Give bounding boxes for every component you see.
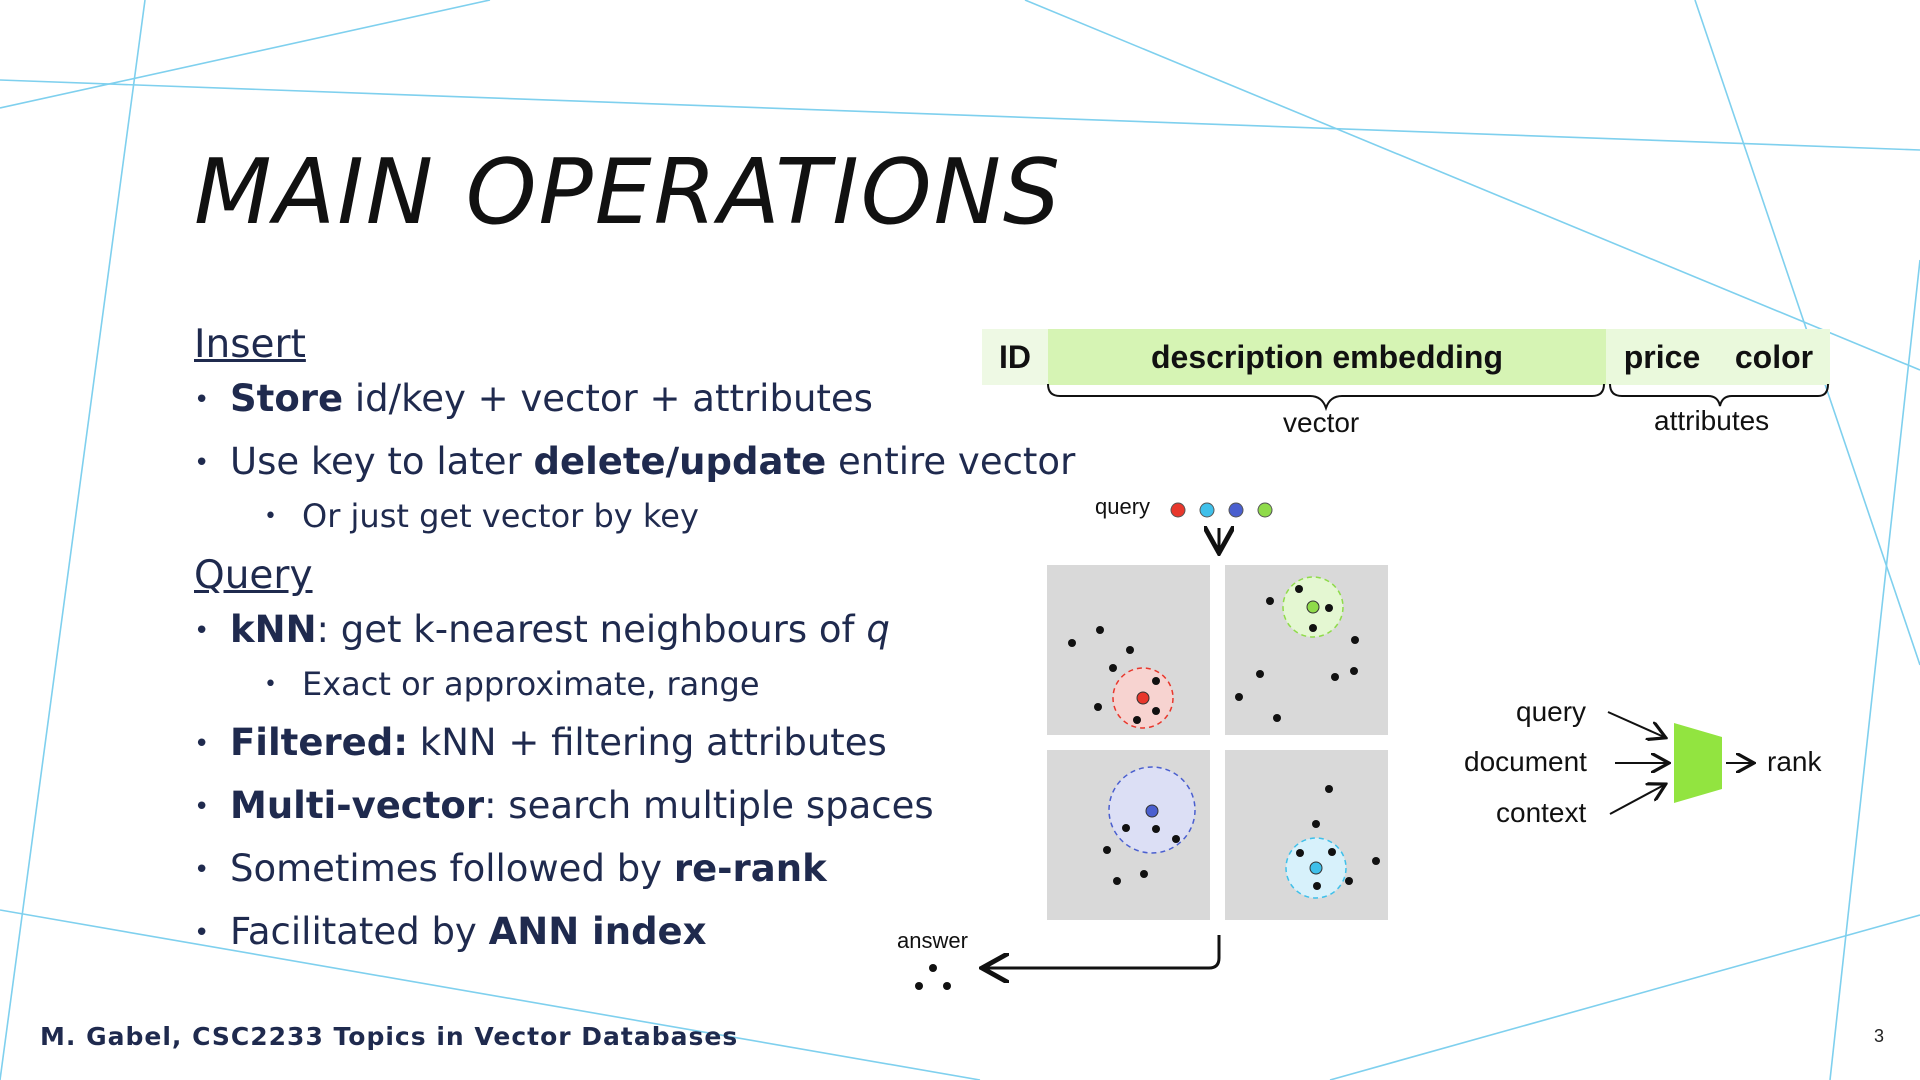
record-cell-price: price	[1606, 329, 1718, 385]
bullet-multi-vector: Multi-vector: search multiple spaces	[194, 784, 1064, 830]
attributes-brace	[1609, 383, 1829, 407]
attributes-label: attributes	[1654, 405, 1770, 436]
rerank-input-context: context	[1496, 797, 1587, 828]
query-heading: Query	[194, 553, 313, 598]
vector-record: ID description embedding price color	[982, 329, 1830, 385]
vector-label: vector	[1283, 407, 1360, 438]
panel-query-red	[1136, 691, 1150, 705]
subbullet-exact-approx: Exact or approximate, range	[194, 665, 1064, 705]
query-point-cyan	[1199, 502, 1215, 518]
rerank-context-arrow	[1609, 785, 1664, 815]
bullet-ann-index: Facilitated by ANN index	[194, 910, 1064, 956]
record-cell-color: color	[1718, 329, 1830, 385]
panel-query-cyan	[1309, 861, 1323, 875]
slide-footer: M. Gabel, CSC2233 Topics in Vector Datab…	[40, 1022, 739, 1051]
vector-brace	[1047, 383, 1605, 412]
bullet-store: Store id/key + vector + attributes	[194, 377, 1064, 423]
insert-heading: Insert	[194, 322, 306, 367]
query-point-red	[1170, 502, 1186, 518]
answer-label: answer	[897, 928, 968, 953]
record-cell-embedding: description embedding	[1048, 329, 1606, 385]
subbullet-get-by-key: Or just get vector by key	[194, 497, 1064, 537]
answer-arrow	[985, 935, 1221, 968]
query-point-green	[1257, 502, 1273, 518]
panel-query-blue	[1145, 804, 1159, 818]
bullet-filtered: Filtered: kNN + filtering attributes	[194, 721, 1064, 767]
page-number: 3	[1874, 1026, 1885, 1046]
query-point-blue	[1228, 502, 1244, 518]
reranker-block	[1674, 723, 1722, 803]
query-points	[1170, 502, 1273, 518]
slide-body: Insert Store id/key + vector + attribute…	[194, 310, 1075, 973]
bullet-knn: kNN: get k-nearest neighbours of q	[194, 608, 1064, 654]
data-points	[915, 585, 1380, 990]
bullet-rerank: Sometimes followed by re-rank	[194, 847, 1064, 893]
panel-query-green	[1306, 600, 1320, 614]
record-cell-id: ID	[982, 329, 1048, 385]
slide-title: MAIN OPERATIONS	[194, 140, 1063, 245]
rerank-input-query: query	[1516, 696, 1587, 727]
bullet-delete-update: Use key to later delete/update entire ve…	[194, 440, 1075, 486]
rerank-input-document: document	[1464, 746, 1587, 777]
query-label: query	[1095, 494, 1151, 519]
rerank-output-label: rank	[1767, 746, 1822, 777]
rerank-query-arrow	[1607, 711, 1664, 737]
